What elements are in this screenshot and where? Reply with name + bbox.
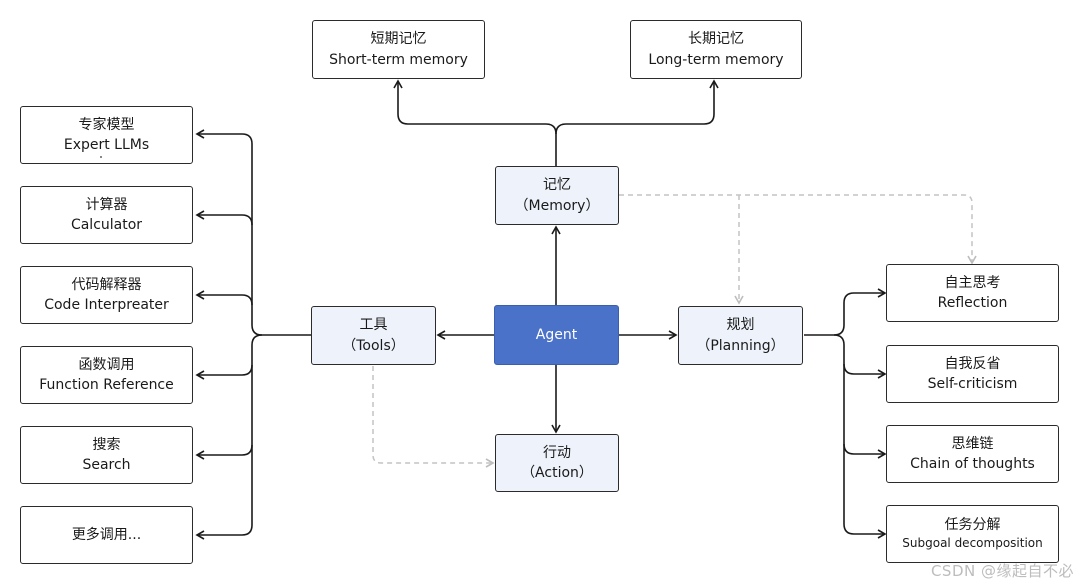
- memory-branch-lines: [393, 79, 719, 166]
- short-term-memory-zh: 短期记忆: [370, 31, 427, 48]
- agent-node: Agent: [494, 305, 619, 365]
- stray-dot: [100, 156, 102, 158]
- tool-expert-llms-zh: 专家模型: [78, 116, 135, 133]
- planning-tree-lines: [804, 288, 887, 539]
- short-term-memory-node: 短期记忆 Short-term memory: [312, 20, 485, 79]
- tool-expert-llms-en: Expert LLMs: [63, 137, 150, 153]
- plan-reflection-node: 自主思考 Reflection: [886, 264, 1059, 322]
- tool-code-interpreter-node: 代码解释器 Code Interpreater: [20, 266, 193, 324]
- tool-search-node: 搜索 Search: [20, 426, 193, 484]
- planning-node: 规划 （Planning）: [678, 306, 803, 365]
- tool-search-zh: 搜索: [92, 436, 121, 453]
- tools-en: （Tools）: [342, 337, 405, 354]
- tool-calculator-node: 计算器 Calculator: [20, 186, 193, 244]
- tools-zh: 工具: [359, 317, 388, 334]
- plan-chain-of-thoughts-zh: 思维链: [951, 435, 994, 452]
- tools-node: 工具 （Tools）: [311, 306, 436, 365]
- memory-zh: 记忆: [543, 177, 571, 194]
- long-term-memory-zh: 长期记忆: [688, 31, 744, 48]
- plan-self-criticism-en: Self-criticism: [927, 376, 1018, 392]
- tool-code-interpreter-zh: 代码解释器: [71, 276, 142, 293]
- memory-en: （Memory）: [514, 197, 600, 214]
- tool-more-node: 更多调用...: [20, 506, 193, 564]
- plan-reflection-en: Reflection: [937, 295, 1008, 311]
- long-term-memory-en: Long-term memory: [648, 51, 784, 68]
- plan-subgoal-decomposition-node: 任务分解 Subgoal decomposition: [886, 505, 1059, 563]
- plan-subgoal-decomposition-zh: 任务分解: [944, 517, 1001, 534]
- planning-en: （Planning）: [696, 337, 785, 354]
- planning-zh: 规划: [726, 317, 755, 334]
- plan-chain-of-thoughts-en: Chain of thoughts: [910, 456, 1035, 472]
- tool-function-reference-node: 函数调用 Function Reference: [20, 346, 193, 404]
- tool-function-reference-en: Function Reference: [39, 377, 174, 393]
- short-term-memory-en: Short-term memory: [329, 51, 468, 68]
- plan-reflection-zh: 自主思考: [944, 274, 1001, 291]
- plan-chain-of-thoughts-node: 思维链 Chain of thoughts: [886, 425, 1059, 483]
- action-en: （Action）: [521, 465, 593, 481]
- tool-calculator-zh: 计算器: [85, 196, 128, 213]
- action-zh: 行动: [543, 444, 571, 461]
- plan-subgoal-decomposition-en: Subgoal decomposition: [902, 536, 1043, 551]
- watermark: CSDN @缘起自不必: [930, 562, 1074, 580]
- tool-search-en: Search: [82, 457, 131, 473]
- plan-self-criticism-node: 自我反省 Self-criticism: [886, 345, 1059, 403]
- tool-code-interpreter-en: Code Interpreater: [44, 297, 169, 313]
- tool-calculator-en: Calculator: [70, 217, 143, 233]
- tool-expert-llms-node: 专家模型 Expert LLMs: [20, 106, 193, 164]
- tool-function-reference-zh: 函数调用: [78, 356, 135, 373]
- tools-tree-lines: [195, 129, 311, 540]
- plan-self-criticism-zh: 自我反省: [944, 355, 1001, 372]
- agent-core-arrows: [436, 225, 678, 434]
- tool-more-zh: 更多调用...: [71, 526, 142, 543]
- dashed-flows: [372, 194, 977, 468]
- long-term-memory-node: 长期记忆 Long-term memory: [630, 20, 802, 79]
- agent-label: Agent: [535, 326, 578, 343]
- memory-node: 记忆 （Memory）: [495, 166, 619, 225]
- action-node: 行动 （Action）: [495, 434, 619, 492]
